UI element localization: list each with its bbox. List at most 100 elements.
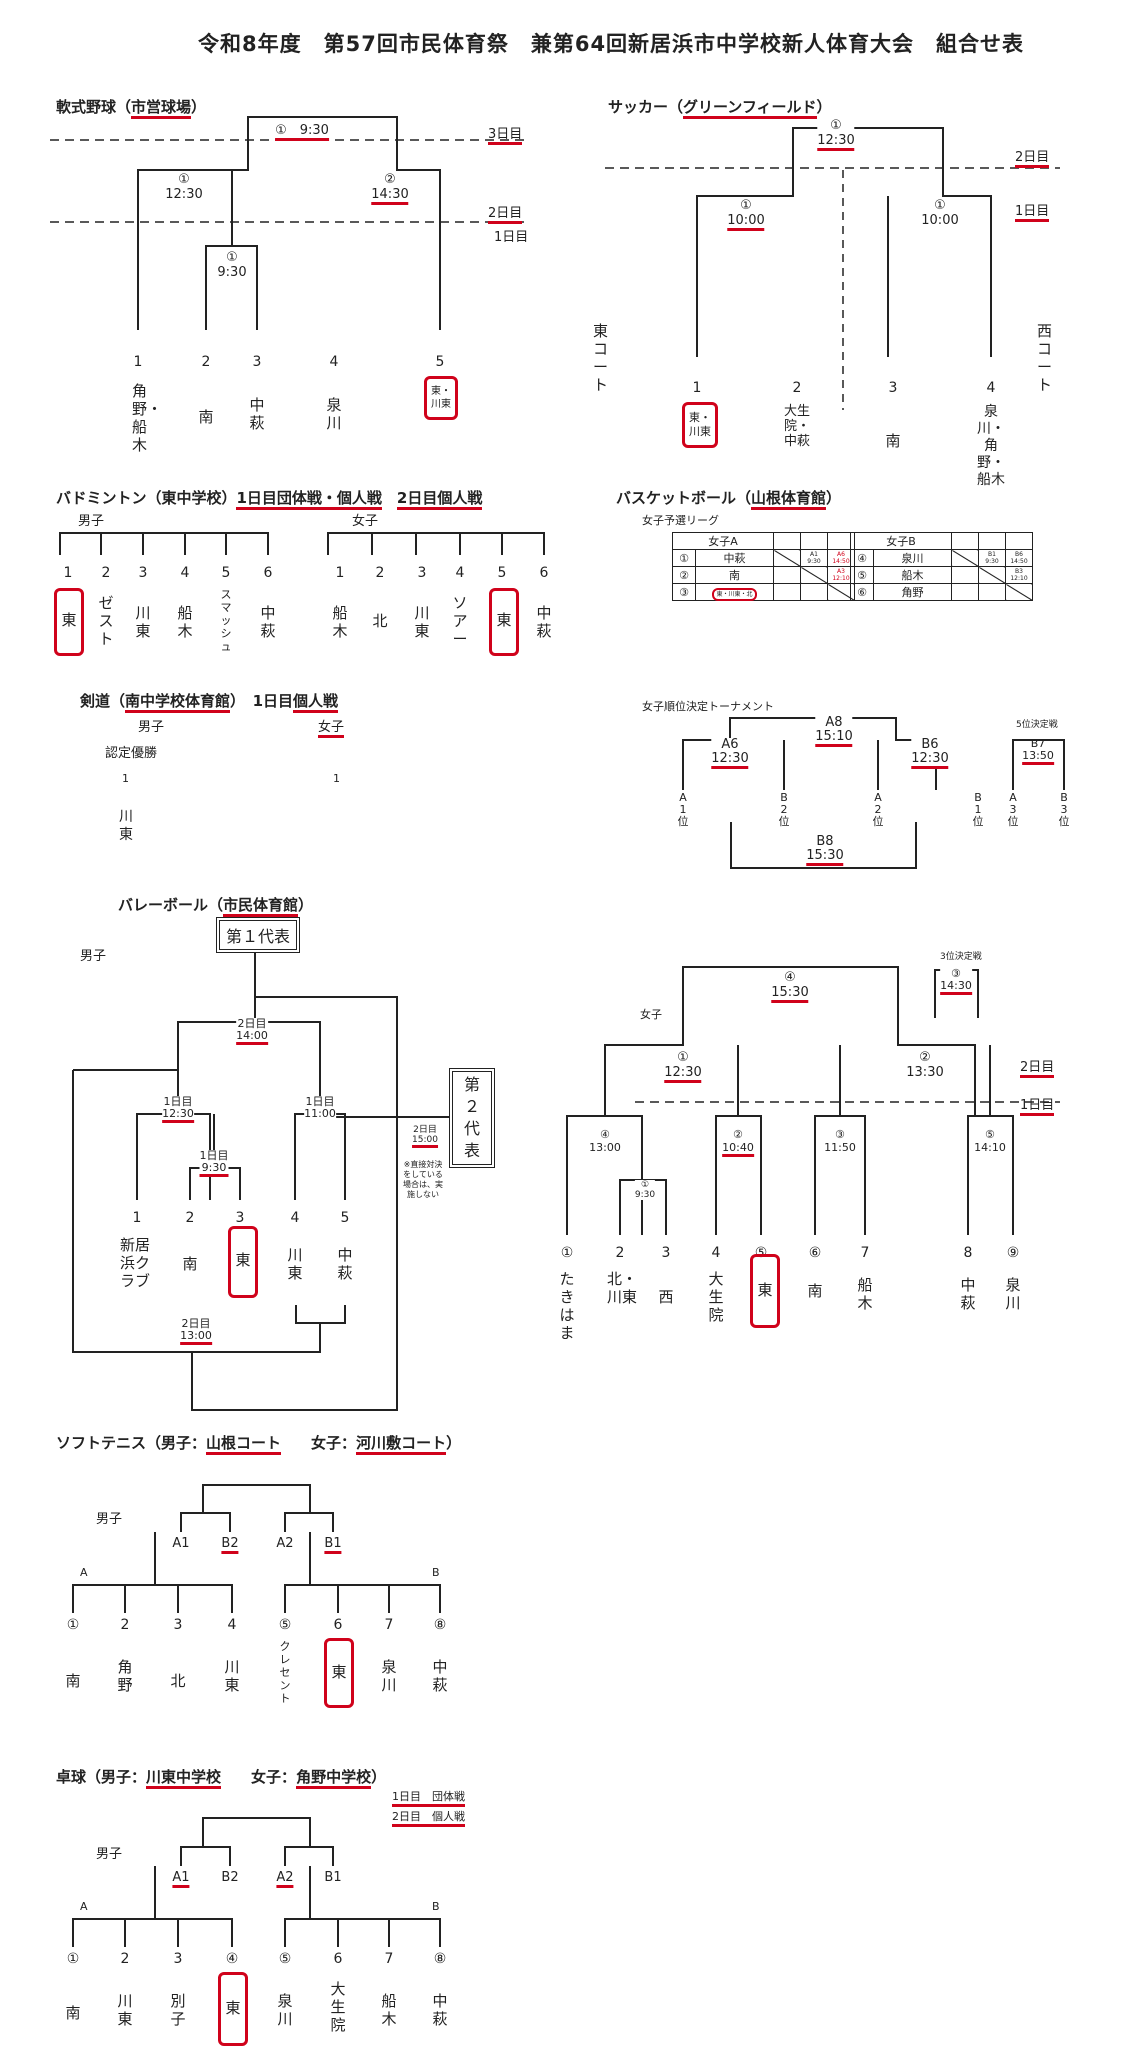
group-a-no-1: ①	[672, 549, 696, 567]
vb-m-team-5: 中萩	[337, 1246, 353, 1282]
bb-seed-b2: B 2 位	[778, 791, 790, 828]
soccer-no-4: 4	[986, 380, 996, 396]
group-a-no-3: ③	[672, 583, 696, 601]
st-group-a: A	[80, 1566, 88, 1579]
tt-no-7: 7	[384, 1951, 394, 1967]
group-b-cell-b1: B1 9:30	[978, 549, 1006, 567]
bb-b7-time: 13:50	[1022, 750, 1054, 765]
st-b2: B2	[221, 1536, 239, 1554]
vb-m-right: 1日目 11:00	[304, 1095, 336, 1120]
vb-m-no-3: 3	[235, 1210, 245, 1226]
baseball-team-5-highlight: 東・川東	[424, 376, 458, 420]
tt-no-6: 6	[333, 1951, 343, 1967]
group-a-team-1: 中萩	[695, 549, 774, 567]
baseball-heading: 軟式野球（市営球場）	[56, 96, 206, 119]
vb-f-d: ③ 11:50	[824, 1128, 856, 1154]
tt-team-5: 泉川	[277, 1992, 293, 2028]
tt-no-1: ①	[66, 1951, 80, 1967]
vb-f-top: ④ 15:30	[771, 970, 809, 1003]
tt-team-2: 川東	[117, 1992, 133, 2028]
st-a2: A2	[276, 1536, 294, 1551]
bb-seed-b3: B 3 位	[1058, 791, 1070, 828]
kendo-boys-no: 1	[122, 772, 129, 785]
group-b-cell-b6: B6 14:50	[1005, 549, 1033, 567]
st-team-6: 東	[331, 1663, 347, 1681]
page-title: 令和8年度 第57回市民体育祭 兼第64回新居浜市中学校新人体育大会 組合せ表	[198, 32, 1025, 56]
softtennis-venue2: 河川敷コート	[356, 1434, 447, 1455]
vb-f-no-5: ⑤	[754, 1245, 768, 1261]
tt-team-4: 東	[225, 1999, 241, 2017]
volleyball-boys-label: 男子	[80, 949, 107, 964]
vb-m-no-1: 1	[132, 1210, 142, 1226]
bd-girls-no-6: 6	[539, 565, 549, 581]
st-no-2: 2	[120, 1617, 130, 1633]
bd-boys-no-6: 6	[263, 565, 273, 581]
bd-girls-no-1: 1	[335, 565, 345, 581]
vb-m-team-1: 新居浜クラブ	[119, 1236, 150, 1290]
baseball-team-1: 角野・船木	[132, 382, 163, 454]
bb-b8-time: 15:30	[806, 849, 844, 866]
bb-seed-a2: A 2 位	[872, 791, 884, 828]
soccer-heading: サッカー（グリーンフィールド）	[608, 96, 832, 119]
vb-f-no-1: ①	[560, 1245, 574, 1261]
badminton-boys-label: 男子	[78, 514, 105, 529]
tt-no-4: ④	[225, 1951, 239, 1967]
soccer-team-3: 南	[885, 432, 901, 450]
vb-f-team-1: たきはま	[559, 1270, 575, 1342]
baseball-final-time: ① 9:30	[275, 119, 329, 141]
vb-f-day2: 2日目	[1020, 1056, 1055, 1078]
softtennis-heading: ソフトテニス（男子：山根コート 女子：河川敷コート）	[56, 1432, 461, 1455]
group-b-no-3: ⑥	[850, 583, 874, 601]
vb-m-note: ※直接対決をしている場合は、実施しない	[403, 1160, 443, 1199]
bd-girls-no-4: 4	[455, 565, 465, 581]
baseball-bracket	[137, 116, 441, 330]
vb-f-day1: 1日目	[1020, 1094, 1055, 1116]
bd-boys-no-1: 1	[63, 565, 73, 581]
baseball-semi2: ② 14:30	[371, 172, 409, 205]
tabletennis-heading: 卓球（男子：川東中学校 女子：角野中学校）	[56, 1766, 386, 1789]
vb-m-no-4: 4	[290, 1210, 300, 1226]
soccer-venue: グリーンフィールド	[683, 98, 817, 119]
baseball-venue: 市営球場	[131, 98, 192, 119]
volleyball-venue: 市民体育館	[223, 896, 299, 917]
tt-team-8: 中萩	[432, 1992, 448, 2028]
st-no-8: ⑧	[433, 1617, 447, 1633]
badminton-day2: 2日目個人戦	[396, 489, 483, 510]
kendo-boys-team: 川東	[119, 809, 133, 843]
tt-b1: B1	[324, 1870, 342, 1885]
bd-girls-no-5: 5	[497, 565, 507, 581]
bd-boys-team-6: 中萩	[260, 604, 276, 640]
soccer-west-court: 西コート	[1037, 322, 1053, 394]
soccer-team-1: 東・川東	[689, 411, 711, 438]
vb-f-team-6: 南	[807, 1282, 823, 1300]
volleyball-heading: バレーボール（市民体育館）	[118, 894, 313, 917]
kendo-girls-no: 1	[333, 772, 340, 785]
st-no-6: 6	[333, 1617, 343, 1633]
soccer-semi2: ① 10:00	[921, 198, 959, 228]
st-team-4: 川東	[224, 1658, 240, 1694]
tt-b2: B2	[221, 1870, 239, 1885]
vb-f-no-9: ⑨	[1006, 1245, 1020, 1261]
baseball-team-3: 中萩	[249, 396, 265, 432]
bd-boys-no-4: 4	[180, 565, 190, 581]
badminton-day1: 1日目団体戦・個人戦	[236, 489, 382, 510]
tabletennis-venue2: 角野中学校	[296, 1768, 372, 1789]
volleyball-rep2: 第２代表	[449, 1068, 495, 1168]
st-a1: A1	[172, 1536, 190, 1551]
baseball-no-4: 4	[329, 354, 339, 370]
vb-f-no-2: 2	[615, 1245, 625, 1261]
vb-f-right: ② 13:30	[906, 1050, 944, 1080]
bd-boys-no-5: 5	[221, 565, 231, 581]
bd-girls-no-2: 2	[375, 565, 385, 581]
baseball-day1: 1日目	[494, 230, 529, 245]
vb-f-a: ④ 13:00	[589, 1128, 621, 1154]
bd-girls-team-5: 東	[496, 611, 512, 629]
soccer-day2: 2日目	[1015, 146, 1050, 168]
bd-boys-team-2: ゼスト	[98, 594, 114, 648]
baseball-team-2: 南	[198, 408, 214, 426]
st-b1: B1	[324, 1536, 342, 1554]
tt-group-a: A	[80, 1900, 88, 1913]
bd-girls-team-5-highlight: 東	[489, 588, 519, 656]
